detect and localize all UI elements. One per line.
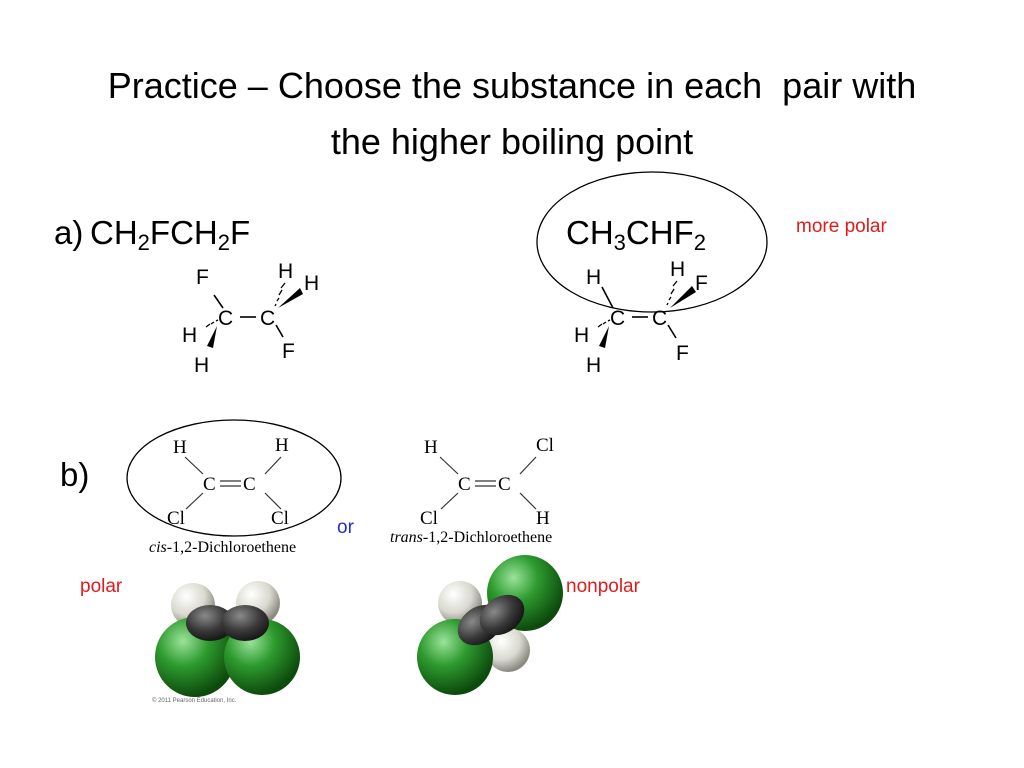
- hydrogen-atom: H: [424, 437, 438, 458]
- carbon-sphere: [186, 605, 234, 641]
- nonpolar-label: nonpolar: [566, 576, 640, 597]
- part-b-marker: b): [60, 456, 90, 493]
- fluorine-atom: F: [196, 266, 209, 289]
- hydrogen-atom: H: [173, 437, 187, 458]
- carbon-atom: C: [610, 307, 625, 330]
- formula-subscript: 2: [137, 230, 150, 255]
- more-polar-label: more polar: [796, 216, 887, 237]
- structure-trans-dichloroethene: H Cl C C Cl H trans-1,2-Dichloroethene: [390, 435, 554, 546]
- fluorine-atom: F: [676, 342, 689, 365]
- bond-c-h: [439, 456, 459, 475]
- caption-rest: -1,2-Dichloroethene: [423, 529, 552, 546]
- formula-part: CH: [566, 214, 614, 251]
- bond-c-f: [667, 324, 677, 339]
- hydrogen-atom: H: [194, 354, 209, 377]
- bond-c-h: [264, 456, 282, 475]
- carbon-atom: C: [458, 474, 471, 495]
- carbon-atom: C: [260, 307, 275, 330]
- formula-part: CH: [90, 214, 138, 251]
- bond-c-cl: [519, 456, 537, 475]
- hydrogen-atom: H: [275, 435, 289, 456]
- copyright-notice: © 2011 Pearson Education, Inc.: [152, 697, 237, 704]
- caption-italic: trans: [390, 529, 423, 546]
- chlorine-atom: Cl: [271, 508, 289, 529]
- carbon-atom: C: [218, 307, 233, 330]
- structure-ch2fch2f: C C F F H H H H: [182, 260, 319, 377]
- hydrogen-atom: H: [278, 260, 293, 283]
- slide-title: Practice – Choose the substance in each …: [0, 58, 1024, 170]
- carbon-sphere: [221, 605, 269, 641]
- hydrogen-atom: H: [536, 508, 550, 529]
- bond-c-cl: [264, 492, 282, 510]
- carbon-sphere: [479, 594, 525, 636]
- wedge-bond: [207, 326, 217, 348]
- polar-label: polar: [80, 576, 123, 597]
- bond-c-h: [519, 492, 537, 510]
- chlorine-atom: Cl: [536, 435, 554, 456]
- hydrogen-sphere: [486, 628, 530, 672]
- or-connector: or: [337, 517, 354, 538]
- bond-c-f: [275, 324, 284, 338]
- wedge-bond: [670, 286, 696, 308]
- formula-part: F: [230, 214, 251, 251]
- formula-subscript: 2: [693, 230, 706, 255]
- formula-ch2fch2f: CH2FCH2F: [90, 213, 251, 255]
- bond-c-cl: [185, 492, 204, 510]
- bond-c-h: [184, 456, 204, 475]
- hydrogen-atom: H: [182, 324, 197, 347]
- hydrogen-atom: H: [670, 258, 685, 281]
- formula-part: FCH: [149, 214, 218, 251]
- chlorine-atom: Cl: [420, 508, 438, 529]
- hydrogen-atom: H: [586, 354, 601, 377]
- bond-c-cl: [440, 492, 459, 510]
- highlight-ellipse: [536, 171, 768, 313]
- caption-rest: -1,2-Dichloroethene: [167, 539, 296, 556]
- trans-caption: trans-1,2-Dichloroethene: [390, 529, 552, 546]
- carbon-atom: C: [652, 307, 667, 330]
- chlorine-atom: Cl: [167, 508, 185, 529]
- title-line-2: the higher boiling point: [330, 121, 694, 162]
- hydrogen-atom: H: [304, 272, 319, 295]
- hash-bond: [205, 319, 219, 328]
- formula-part: CHF: [625, 214, 694, 251]
- formula-ch3chf2: CH3CHF2: [566, 213, 706, 255]
- wedge-bond: [278, 288, 303, 308]
- title-line-1: Practice – Choose the substance in each …: [107, 65, 917, 106]
- fluorine-atom: F: [282, 340, 295, 363]
- highlight-ellipse: [126, 419, 342, 537]
- carbon-atom: C: [243, 474, 256, 495]
- carbon-atom: C: [498, 474, 511, 495]
- hash-bond: [597, 319, 611, 328]
- trans-space-filling-model: [417, 555, 563, 695]
- cis-caption: cis-1,2-Dichloroethene: [149, 539, 296, 556]
- hydrogen-atom: H: [586, 266, 601, 289]
- cis-space-filling-model: © 2011 Pearson Education, Inc.: [152, 581, 300, 704]
- hash-bond: [274, 282, 286, 307]
- structure-cis-dichloroethene: H H C C Cl Cl cis-1,2-Dichloroethene: [126, 419, 342, 556]
- formula-subscript: 3: [613, 230, 626, 255]
- wedge-bond: [599, 326, 609, 348]
- carbon-atom: C: [203, 474, 216, 495]
- bond-c-h: [601, 286, 614, 309]
- hash-bond: [666, 280, 678, 306]
- part-a-marker: a): [54, 214, 84, 251]
- caption-italic: cis: [149, 539, 167, 556]
- bond-c-f: [213, 294, 224, 309]
- fluorine-atom: F: [695, 272, 708, 295]
- hydrogen-atom: H: [574, 324, 589, 347]
- structure-ch3chf2: C C H H F F H H: [574, 258, 708, 377]
- formula-subscript: 2: [217, 230, 230, 255]
